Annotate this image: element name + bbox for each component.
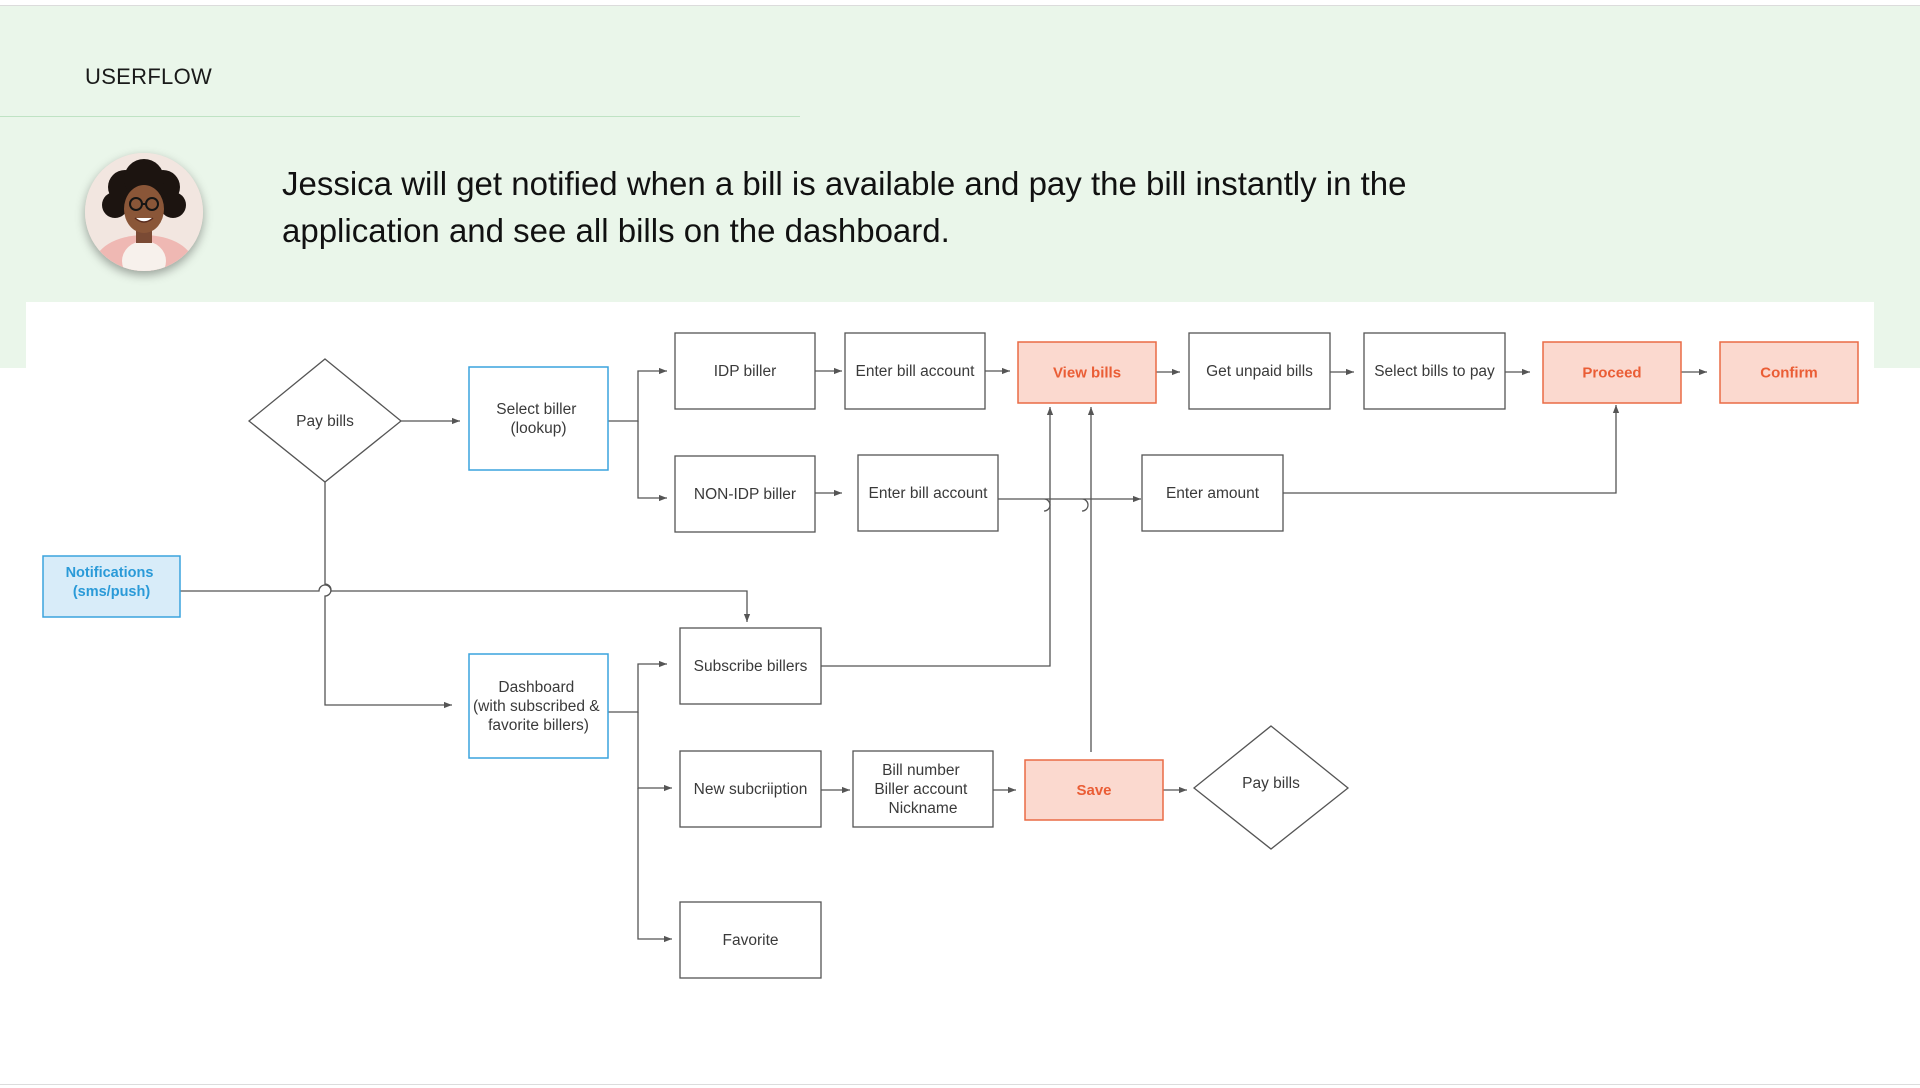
node-save-text: Save bbox=[1076, 782, 1111, 799]
node-bill-details-line-3: Nickname bbox=[889, 800, 958, 817]
node-bill-details-text: Bill number Biller account Nickname bbox=[874, 762, 971, 817]
node-bill-details-line-1: Bill number bbox=[882, 762, 960, 779]
node-select-biller-line-2: (lookup) bbox=[511, 420, 567, 437]
node-enter-bill-account-2-text: Enter bill account bbox=[869, 485, 989, 502]
node-select-bills-to-pay-text: Select bills to pay bbox=[1374, 363, 1495, 380]
node-idp-biller-line-1: IDP biller bbox=[714, 363, 777, 380]
node-enter-amount-text: Enter amount bbox=[1166, 485, 1260, 502]
node-enter-bill-account-1-text: Enter bill account bbox=[856, 363, 976, 380]
node-subscribe-billers-text: Subscribe billers bbox=[694, 658, 808, 675]
node-pay-bills-top-line-1: Pay bills bbox=[296, 413, 354, 430]
node-get-unpaid-bills-line-1: Get unpaid bills bbox=[1206, 363, 1313, 380]
edge-dashboard-to-new-subscription bbox=[638, 712, 672, 788]
edge-dashboard-to-favorite bbox=[638, 788, 672, 939]
edge-notifications-to-subscribe-billers bbox=[180, 585, 747, 622]
node-enter-amount-line-1: Enter amount bbox=[1166, 485, 1260, 502]
node-notifications-line-2: (sms/push) bbox=[73, 584, 151, 600]
node-dashboard-line-2: (with subscribed & bbox=[473, 698, 600, 715]
node-select-bills-to-pay-line-1: Select bills to pay bbox=[1374, 363, 1495, 380]
node-non-idp-biller-line-1: NON-IDP biller bbox=[694, 486, 796, 503]
node-idp-biller-text: IDP biller bbox=[714, 363, 777, 380]
node-subscribe-billers-line-1: Subscribe billers bbox=[694, 658, 808, 675]
node-pay-bills-bottom-text: Pay bills bbox=[1242, 775, 1300, 792]
node-proceed-text: Proceed bbox=[1582, 365, 1641, 382]
edge-enter-amount-to-proceed bbox=[1283, 405, 1616, 493]
edge-subscribe-billers-to-view-bills bbox=[821, 407, 1050, 666]
edge-select-biller-to-non-idp-biller bbox=[638, 421, 667, 498]
node-confirm-line-1: Confirm bbox=[1760, 365, 1818, 382]
edge-pay-bills-down-to-dashboard bbox=[325, 482, 452, 705]
node-view-bills-line-1: View bills bbox=[1053, 365, 1121, 382]
node-get-unpaid-bills-text: Get unpaid bills bbox=[1206, 363, 1313, 380]
node-enter-bill-account-1-line-1: Enter bill account bbox=[856, 363, 976, 380]
edge-dashboard-to-subscribe-billers bbox=[608, 664, 667, 712]
node-non-idp-biller-text: NON-IDP biller bbox=[694, 486, 796, 503]
edge-enter-bill-account-to-enter-amount bbox=[998, 499, 1141, 511]
node-pay-bills-bottom-line-1: Pay bills bbox=[1242, 775, 1300, 792]
node-proceed-line-1: Proceed bbox=[1582, 365, 1641, 382]
node-enter-bill-account-2-line-1: Enter bill account bbox=[869, 485, 989, 502]
node-new-subscription-line-1: New subcriiption bbox=[694, 781, 808, 798]
node-dashboard-line-3: favorite billers) bbox=[488, 717, 589, 734]
node-favorite-line-1: Favorite bbox=[723, 932, 779, 949]
node-dashboard-line-1: Dashboard bbox=[498, 679, 574, 696]
node-favorite-text: Favorite bbox=[723, 932, 779, 949]
node-save-line-1: Save bbox=[1076, 782, 1111, 799]
node-notifications-line-1: Notifications bbox=[66, 565, 154, 581]
nodes-group: Notifications (sms/push) Pay bills Selec… bbox=[43, 333, 1858, 978]
node-pay-bills-top-text: Pay bills bbox=[296, 413, 354, 430]
edge-select-biller-to-idp-biller bbox=[608, 371, 667, 421]
node-select-biller-line-1: Select biller bbox=[496, 401, 576, 418]
node-confirm-text: Confirm bbox=[1760, 365, 1818, 382]
node-select-biller bbox=[469, 367, 608, 470]
node-view-bills-text: View bills bbox=[1053, 365, 1121, 382]
node-bill-details-line-2: Biller account bbox=[874, 781, 968, 798]
node-new-subscription-text: New subcriiption bbox=[694, 781, 808, 798]
